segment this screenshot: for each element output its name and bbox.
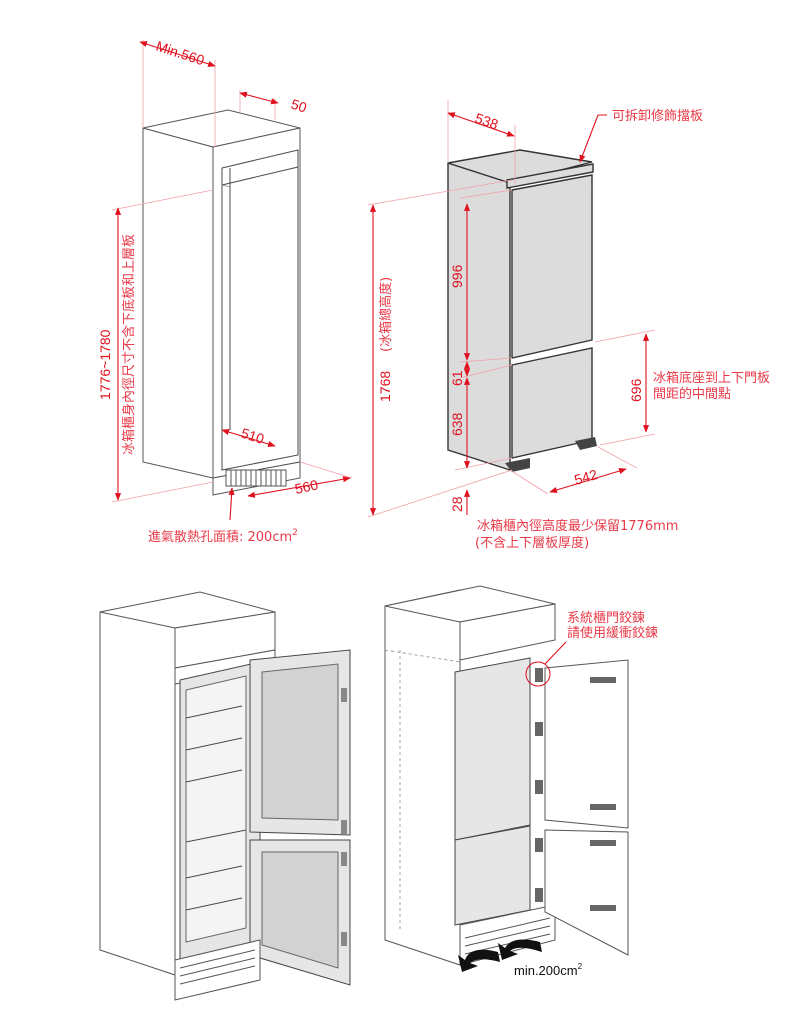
total-height-note: (冰箱總高度) <box>378 277 394 352</box>
dim-width: 538 <box>473 110 500 133</box>
dim-min-width: Min.560 <box>154 38 207 69</box>
open-fridge-drawing <box>99 591 351 1001</box>
dim-upper-door: 996 <box>449 264 465 288</box>
vent-grille <box>225 469 287 487</box>
min-height-note-line2: (不含上下層板厚度) <box>475 535 589 551</box>
hinge-note-line1: 系統櫃門鉸鍊 <box>567 610 645 626</box>
dim-total-height: 1768 <box>377 371 393 402</box>
dim-lower-door: 638 <box>449 412 465 436</box>
fridge-drawing: 538 可拆卸修飾擋板 1768 (冰箱總高度) 996 61 638 28 6… <box>367 100 770 551</box>
vent-note: 進氣散熱孔面積: 200cm2 <box>148 528 298 545</box>
min-height-note-line1: 冰箱櫃內徑高度最少保留1776mm <box>477 518 678 534</box>
mid-note-line2: 間距的中間點 <box>653 386 731 402</box>
height-note: 冰箱櫃身內徑尺寸不含下底板和上層板 <box>121 234 137 455</box>
hinge-note-line2: 請使用緩衝鉸鍊 <box>567 625 658 641</box>
installed-drawing: 系統櫃門鉸鍊 請使用緩衝鉸鍊 min.200cm2 <box>384 585 658 978</box>
dim-depth-inner: 510 <box>239 425 266 448</box>
airflow-arrows <box>458 939 542 972</box>
dim-gap: 50 <box>289 96 309 116</box>
removable-trim <box>506 163 594 189</box>
airflow-label: min.200cm2 <box>514 962 583 978</box>
dim-base: 28 <box>449 496 465 512</box>
dim-depth-fridge: 542 <box>572 466 599 488</box>
dim-gap-doors: 61 <box>449 370 465 386</box>
cabinet-drawing: Min.560 50 1776~1780 冰箱櫃身內徑尺寸不含下底板和上層板 5… <box>97 38 353 545</box>
dim-depth: 560 <box>293 476 319 497</box>
mid-note-line1: 冰箱底座到上下門板 <box>653 370 770 386</box>
dim-height: 1776~1780 <box>97 329 113 400</box>
trim-note: 可拆卸修飾擋板 <box>612 108 703 124</box>
dim-mid: 696 <box>628 378 644 402</box>
